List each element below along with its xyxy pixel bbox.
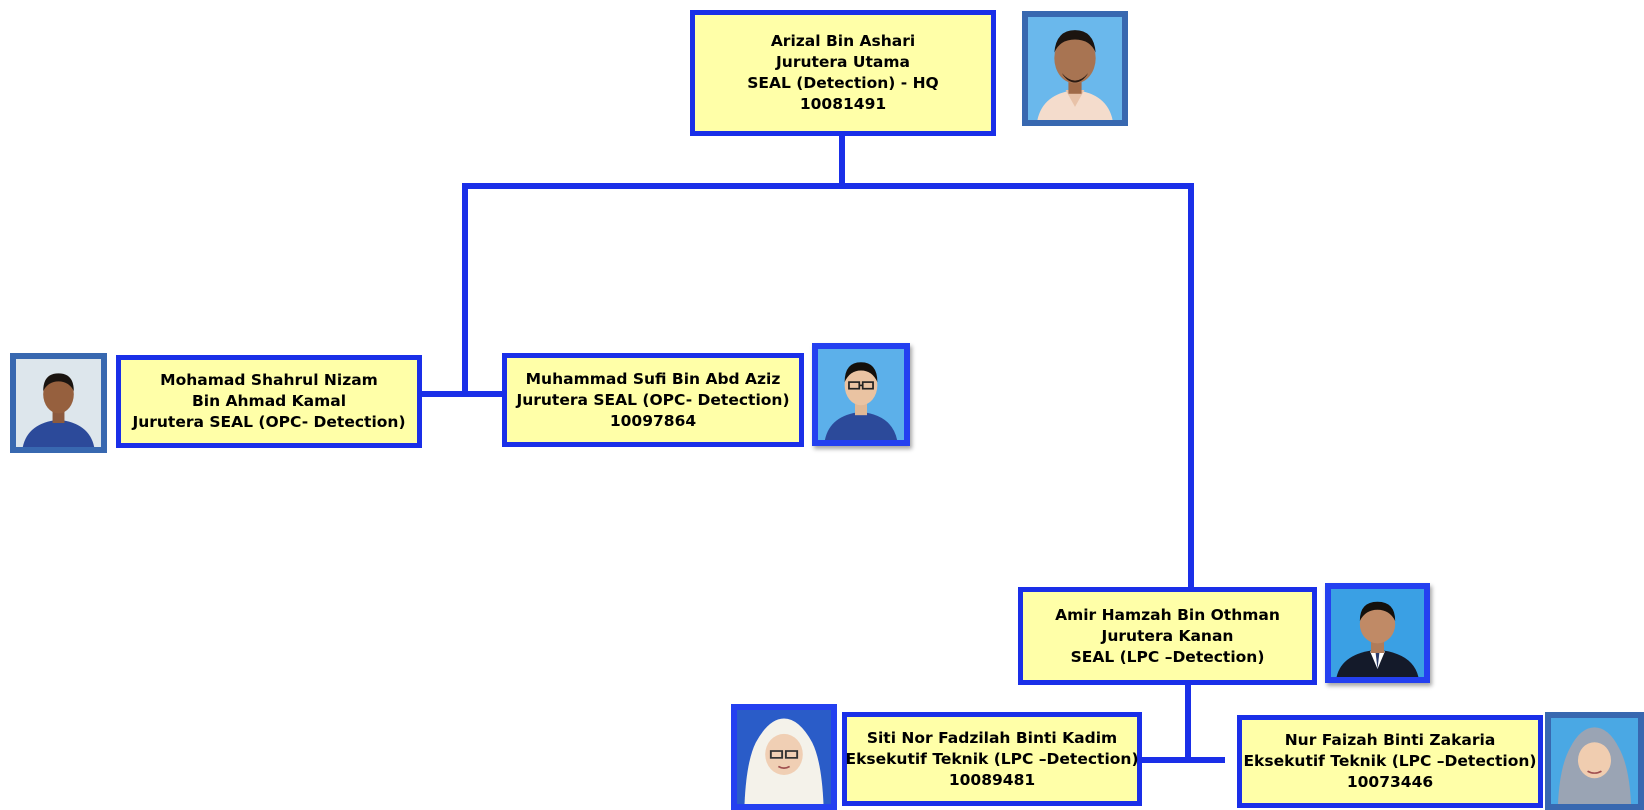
staff-id: 10089481 [948,770,1036,789]
person-name: Amir Hamzah Bin Othman [1055,605,1280,624]
job-title: Eksekutif Teknik (LPC –Detection) [1243,752,1537,770]
staff-id: 10073446 [1346,773,1434,791]
org-box-lpc-staff-2: Nur Faizah Binti Zakaria Eksekutif Tekni… [1237,715,1543,808]
org-box-opc-staff-1: Mohamad Shahrul Nizam Bin Ahmad Kamal Ju… [116,355,422,448]
person-name-line-1: Mohamad Shahrul Nizam [160,371,378,389]
job-title: Jurutera Utama [776,53,910,71]
portrait-photo [1325,583,1430,683]
unit-label: SEAL (LPC –Detection) [1070,647,1265,666]
portrait-photo [731,704,837,810]
person-name: Arizal Bin Ashari [770,32,916,50]
portrait-photo [1545,712,1644,810]
portrait-photo [1022,11,1128,126]
job-title: Jurutera Kanan [1101,626,1234,645]
job-title: Jurutera SEAL (OPC- Detection) [132,413,406,431]
org-box-head: Arizal Bin Ashari Jurutera Utama SEAL (D… [690,10,996,136]
person-name: Muhammad Sufi Bin Abd Aziz [525,369,781,388]
person-name: Nur Faizah Binti Zakaria [1284,731,1496,749]
job-title: Eksekutif Teknik (LPC –Detection) [845,749,1139,768]
staff-id: 10081491 [799,95,887,113]
staff-id: 10097864 [609,411,697,430]
person-name-line-2: Bin Ahmad Kamal [191,392,347,410]
org-box-opc-staff-2: Muhammad Sufi Bin Abd Aziz Jurutera SEAL… [502,353,804,447]
portrait-photo [812,343,910,446]
job-title: Jurutera SEAL (OPC- Detection) [516,390,790,409]
person-name: Siti Nor Fadzilah Binti Kadim [866,728,1118,747]
org-box-lpc-staff-1: Siti Nor Fadzilah Binti Kadim Eksekutif … [842,712,1142,806]
portrait-photo [10,353,107,453]
unit-label: SEAL (Detection) - HQ [747,74,939,92]
org-box-lpc-lead: Amir Hamzah Bin Othman Jurutera Kanan SE… [1018,587,1317,685]
